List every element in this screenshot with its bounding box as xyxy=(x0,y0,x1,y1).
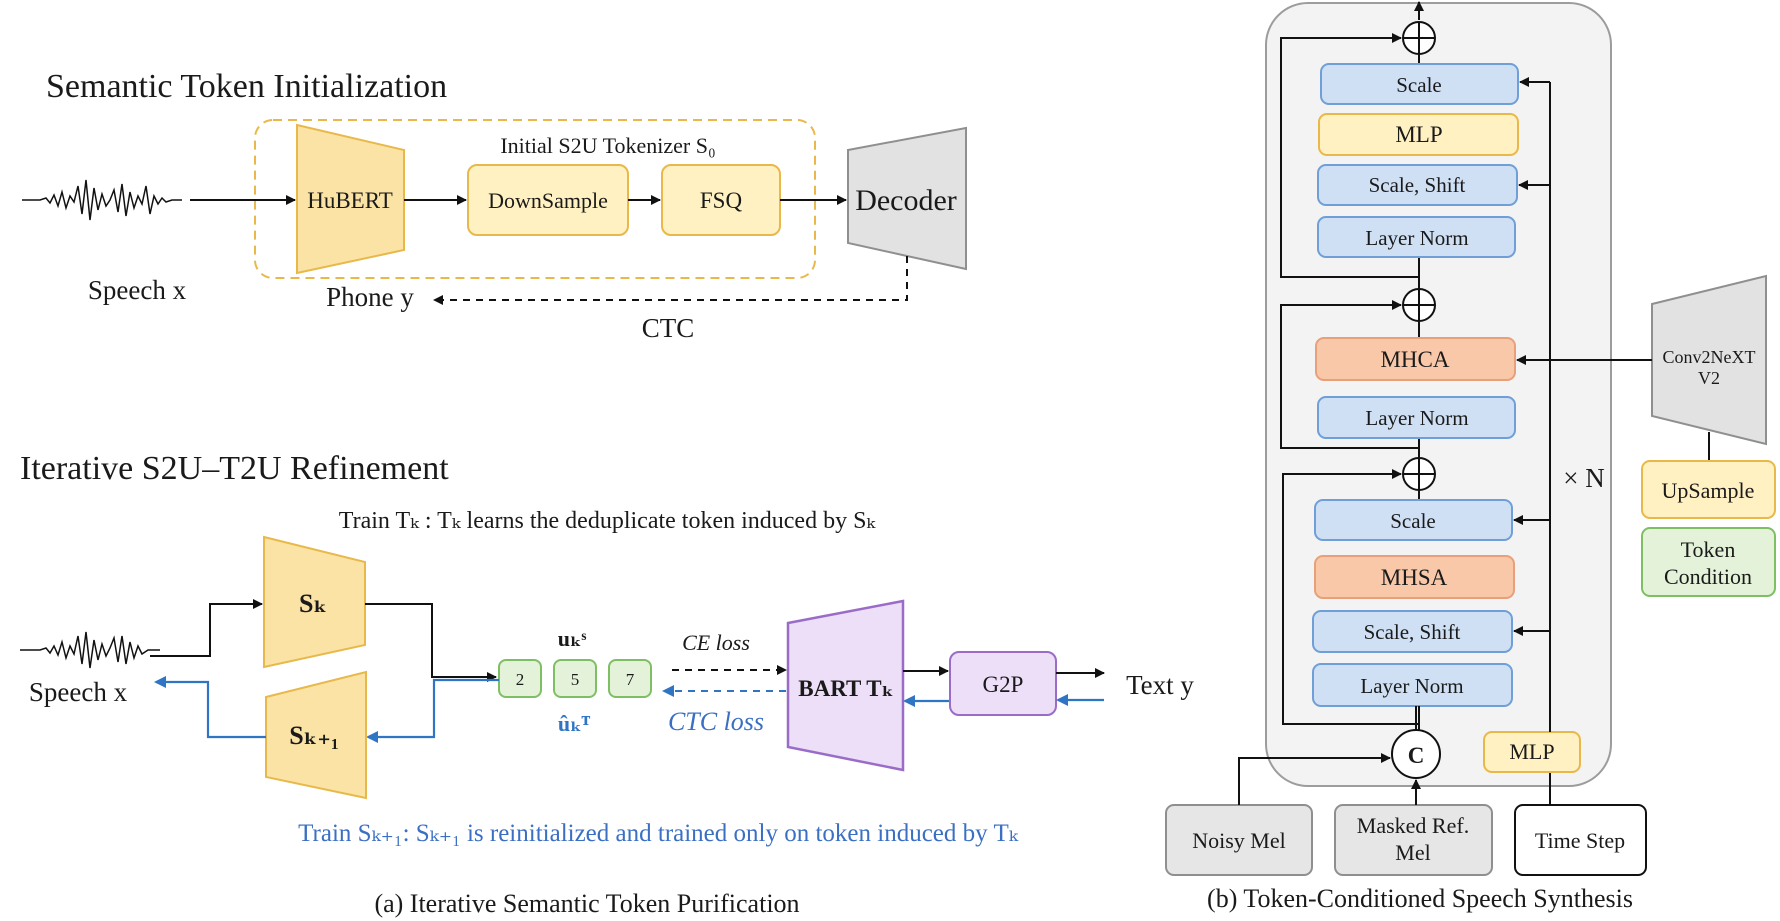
bart-label: BART Tₖ xyxy=(798,676,893,701)
scale-shift-block-bottom xyxy=(1312,610,1513,653)
g2p-block xyxy=(949,651,1057,716)
mlp-top-label: MLP xyxy=(1395,122,1442,147)
conv2next-encoder xyxy=(1651,274,1767,446)
decoder-label: Decoder xyxy=(855,184,957,217)
speech-x-top: Speech x xyxy=(88,275,187,305)
repeat-n-label: × N xyxy=(1563,463,1604,493)
text-y-label: Text y xyxy=(1126,670,1194,700)
refinement-section: Iterative S2U–T2U Refinement Train Tₖ : … xyxy=(20,450,1194,918)
speech-x-bottom: Speech x xyxy=(29,677,128,707)
ctc-loss-label: CTC loss xyxy=(668,707,764,736)
token-chip xyxy=(498,659,542,698)
token-chip-value: 2 xyxy=(516,670,525,689)
layer-norm-block-mid xyxy=(1317,396,1516,439)
initial-tokenizer-label: Initial S2U Tokenizer S₀ xyxy=(500,133,715,158)
synthesis-section: Scale MLP Scale, Shift Layer Norm MHCA L… xyxy=(1165,1,1776,913)
token-chip xyxy=(608,659,652,698)
token-condition-input xyxy=(1641,527,1776,597)
token-condition-label-line1: Token xyxy=(1681,537,1736,562)
conv2next-label-line2: V2 xyxy=(1698,368,1720,388)
masked-ref-mel-input xyxy=(1334,804,1493,876)
downsample-label: DownSample xyxy=(488,188,608,213)
scale-shift-top-label: Scale, Shift xyxy=(1369,173,1466,197)
hubert-encoder xyxy=(296,123,405,275)
s-k-tokenizer xyxy=(263,535,366,669)
mhsa-block xyxy=(1314,555,1515,599)
speech-waveform-bottom xyxy=(20,631,160,669)
s-k-label: Sₖ xyxy=(299,589,327,618)
scale-block-mid xyxy=(1314,499,1513,541)
token-sequence: 2 5 7 xyxy=(498,659,652,698)
initialization-section: Semantic Token Initialization Initial S2… xyxy=(22,68,967,343)
token-condition-label-line2: Condition xyxy=(1664,564,1752,589)
token-chip-value: 7 xyxy=(626,670,635,689)
token-chip xyxy=(553,659,597,698)
scale-top-label: Scale xyxy=(1396,73,1441,97)
mhca-label: MHCA xyxy=(1380,347,1449,372)
add-node-bottom xyxy=(1402,457,1436,491)
scale-block-top xyxy=(1320,63,1519,105)
layer-norm-bottom-label: Layer Norm xyxy=(1360,674,1463,698)
init-title: Semantic Token Initialization xyxy=(46,68,447,105)
mlp-block-top xyxy=(1318,113,1519,156)
concat-label: C xyxy=(1408,743,1425,768)
time-step-label: Time Step xyxy=(1535,828,1625,853)
train-tk-caption: Train Tₖ : Tₖ learns the deduplicate tok… xyxy=(339,508,877,534)
caption-a: (a) Iterative Semantic Token Purificatio… xyxy=(374,889,799,918)
layer-norm-block-top xyxy=(1317,216,1516,258)
u-hat-k-t-label: ûₖᵀ xyxy=(558,711,591,736)
conv2next-label-line1: Conv2NeXT xyxy=(1663,347,1756,367)
masked-ref-label-line1: Masked Ref. xyxy=(1357,813,1469,838)
ctc-label: CTC xyxy=(642,313,695,343)
add-node-top xyxy=(1402,21,1436,55)
decoder xyxy=(847,126,967,271)
u-k-s-label: uₖˢ xyxy=(558,626,587,651)
caption-b: (b) Token-Conditioned Speech Synthesis xyxy=(1207,884,1633,913)
scale-mid-label: Scale xyxy=(1390,509,1435,533)
s-k-plus-1-tokenizer xyxy=(265,670,367,800)
initial-tokenizer-group xyxy=(254,119,816,279)
refine-title: Iterative S2U–T2U Refinement xyxy=(20,450,449,487)
mhsa-label: MHSA xyxy=(1381,565,1448,590)
hubert-label: HuBERT xyxy=(307,188,393,213)
s-k-plus-1-label: Sₖ₊₁ xyxy=(289,721,339,750)
bart-t-k xyxy=(786,599,905,772)
scale-shift-bottom-label: Scale, Shift xyxy=(1364,620,1461,644)
fsq-label: FSQ xyxy=(700,188,743,213)
g2p-label: G2P xyxy=(983,672,1024,697)
phone-y-label: Phone y xyxy=(326,282,414,312)
mlp-bottom-label: MLP xyxy=(1509,739,1554,764)
mlp-block-bottom xyxy=(1483,731,1581,773)
noisy-mel-label: Noisy Mel xyxy=(1192,828,1286,853)
layer-norm-top-label: Layer Norm xyxy=(1365,226,1468,250)
ce-loss-label: CE loss xyxy=(682,630,750,655)
upsample-block xyxy=(1641,460,1776,519)
layer-norm-block-bottom xyxy=(1312,663,1513,707)
add-node-mid xyxy=(1402,288,1436,322)
speech-waveform-top xyxy=(22,179,182,221)
upsample-label: UpSample xyxy=(1662,478,1755,503)
token-chip-value: 5 xyxy=(571,670,580,689)
mhca-block xyxy=(1315,337,1516,381)
layer-norm-mid-label: Layer Norm xyxy=(1365,406,1468,430)
time-step-input xyxy=(1514,804,1647,876)
scale-shift-block-top xyxy=(1317,164,1518,206)
masked-ref-label-line2: Mel xyxy=(1395,840,1430,865)
train-sk1-caption: Train Sₖ₊₁: Sₖ₊₁ is reinitialized and tr… xyxy=(298,820,1019,847)
